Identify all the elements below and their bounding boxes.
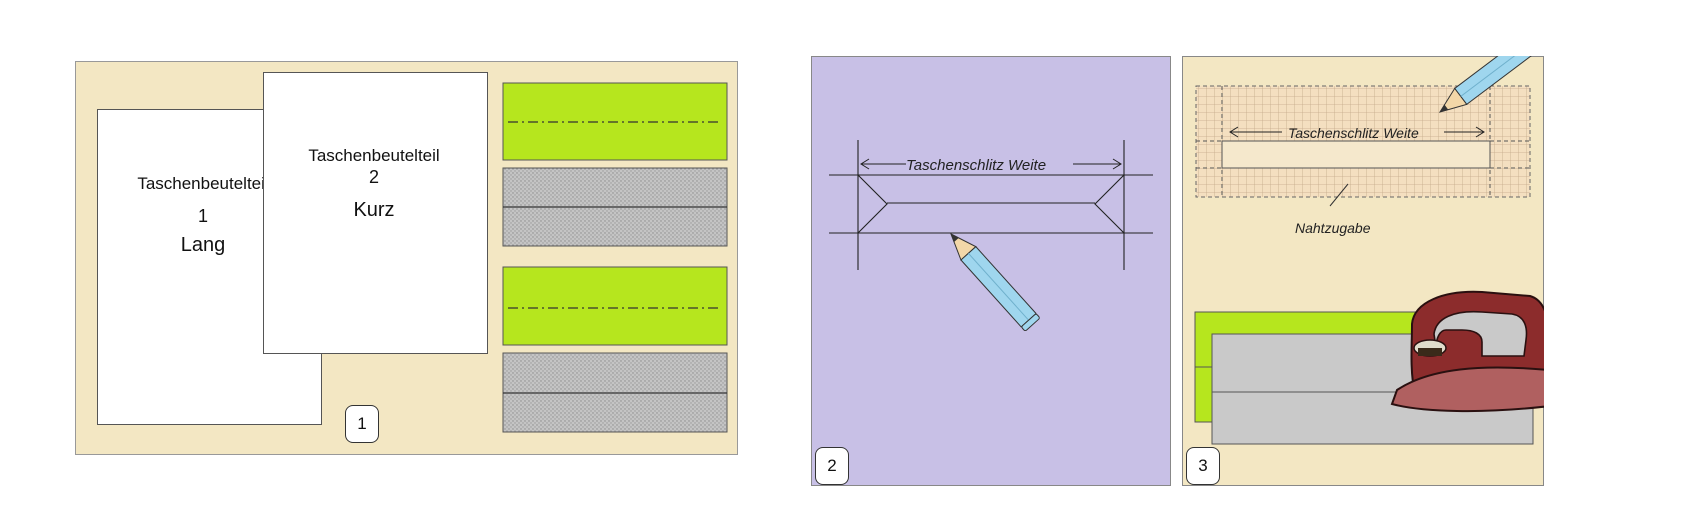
- piece-long-size: Lang: [180, 234, 226, 256]
- fabric-strips: [502, 82, 728, 433]
- piece-long-number: 1: [197, 206, 208, 226]
- lime-welt-strip-top: [502, 82, 728, 161]
- iron-icon: [1390, 290, 1544, 413]
- dimension-label-2: Taschenschlitz Weite: [906, 157, 1047, 174]
- piece-long-title: Taschenbeutelteil: [137, 174, 269, 193]
- pencil-icon: [950, 232, 1040, 332]
- dimension-label-3: Taschenschlitz Weite: [1288, 125, 1419, 141]
- seam-allowance-grid: [1195, 85, 1531, 198]
- dimension-arrow-3: [1229, 126, 1485, 138]
- piece-short-title: Taschenbeutelteil: [308, 146, 440, 165]
- pocket-piece-short: Taschenbeutelteil 2 Kurz: [263, 72, 488, 354]
- piece-short-size: Kurz: [353, 199, 395, 221]
- slit-outline: [857, 174, 888, 234]
- grey-lining-strip-bottom: [502, 352, 728, 433]
- slit-drawing-2: [829, 140, 1153, 332]
- step-badge-3: 3: [1186, 447, 1220, 485]
- piece-short-number: 2: [368, 167, 379, 187]
- dimension-arrow: [860, 158, 1122, 170]
- seam-allowance-drawing-3: [1194, 56, 1544, 445]
- grey-lining-strip-top: [502, 167, 728, 247]
- seam-pointer-line: [1329, 183, 1349, 207]
- pencil-icon-3: [1438, 56, 1541, 113]
- lime-welt-strip-bottom: [502, 266, 728, 346]
- step-badge-1: 1: [345, 405, 379, 443]
- seam-allowance-label: Nahtzugabe: [1295, 220, 1371, 236]
- step-badge-2: 2: [815, 447, 849, 485]
